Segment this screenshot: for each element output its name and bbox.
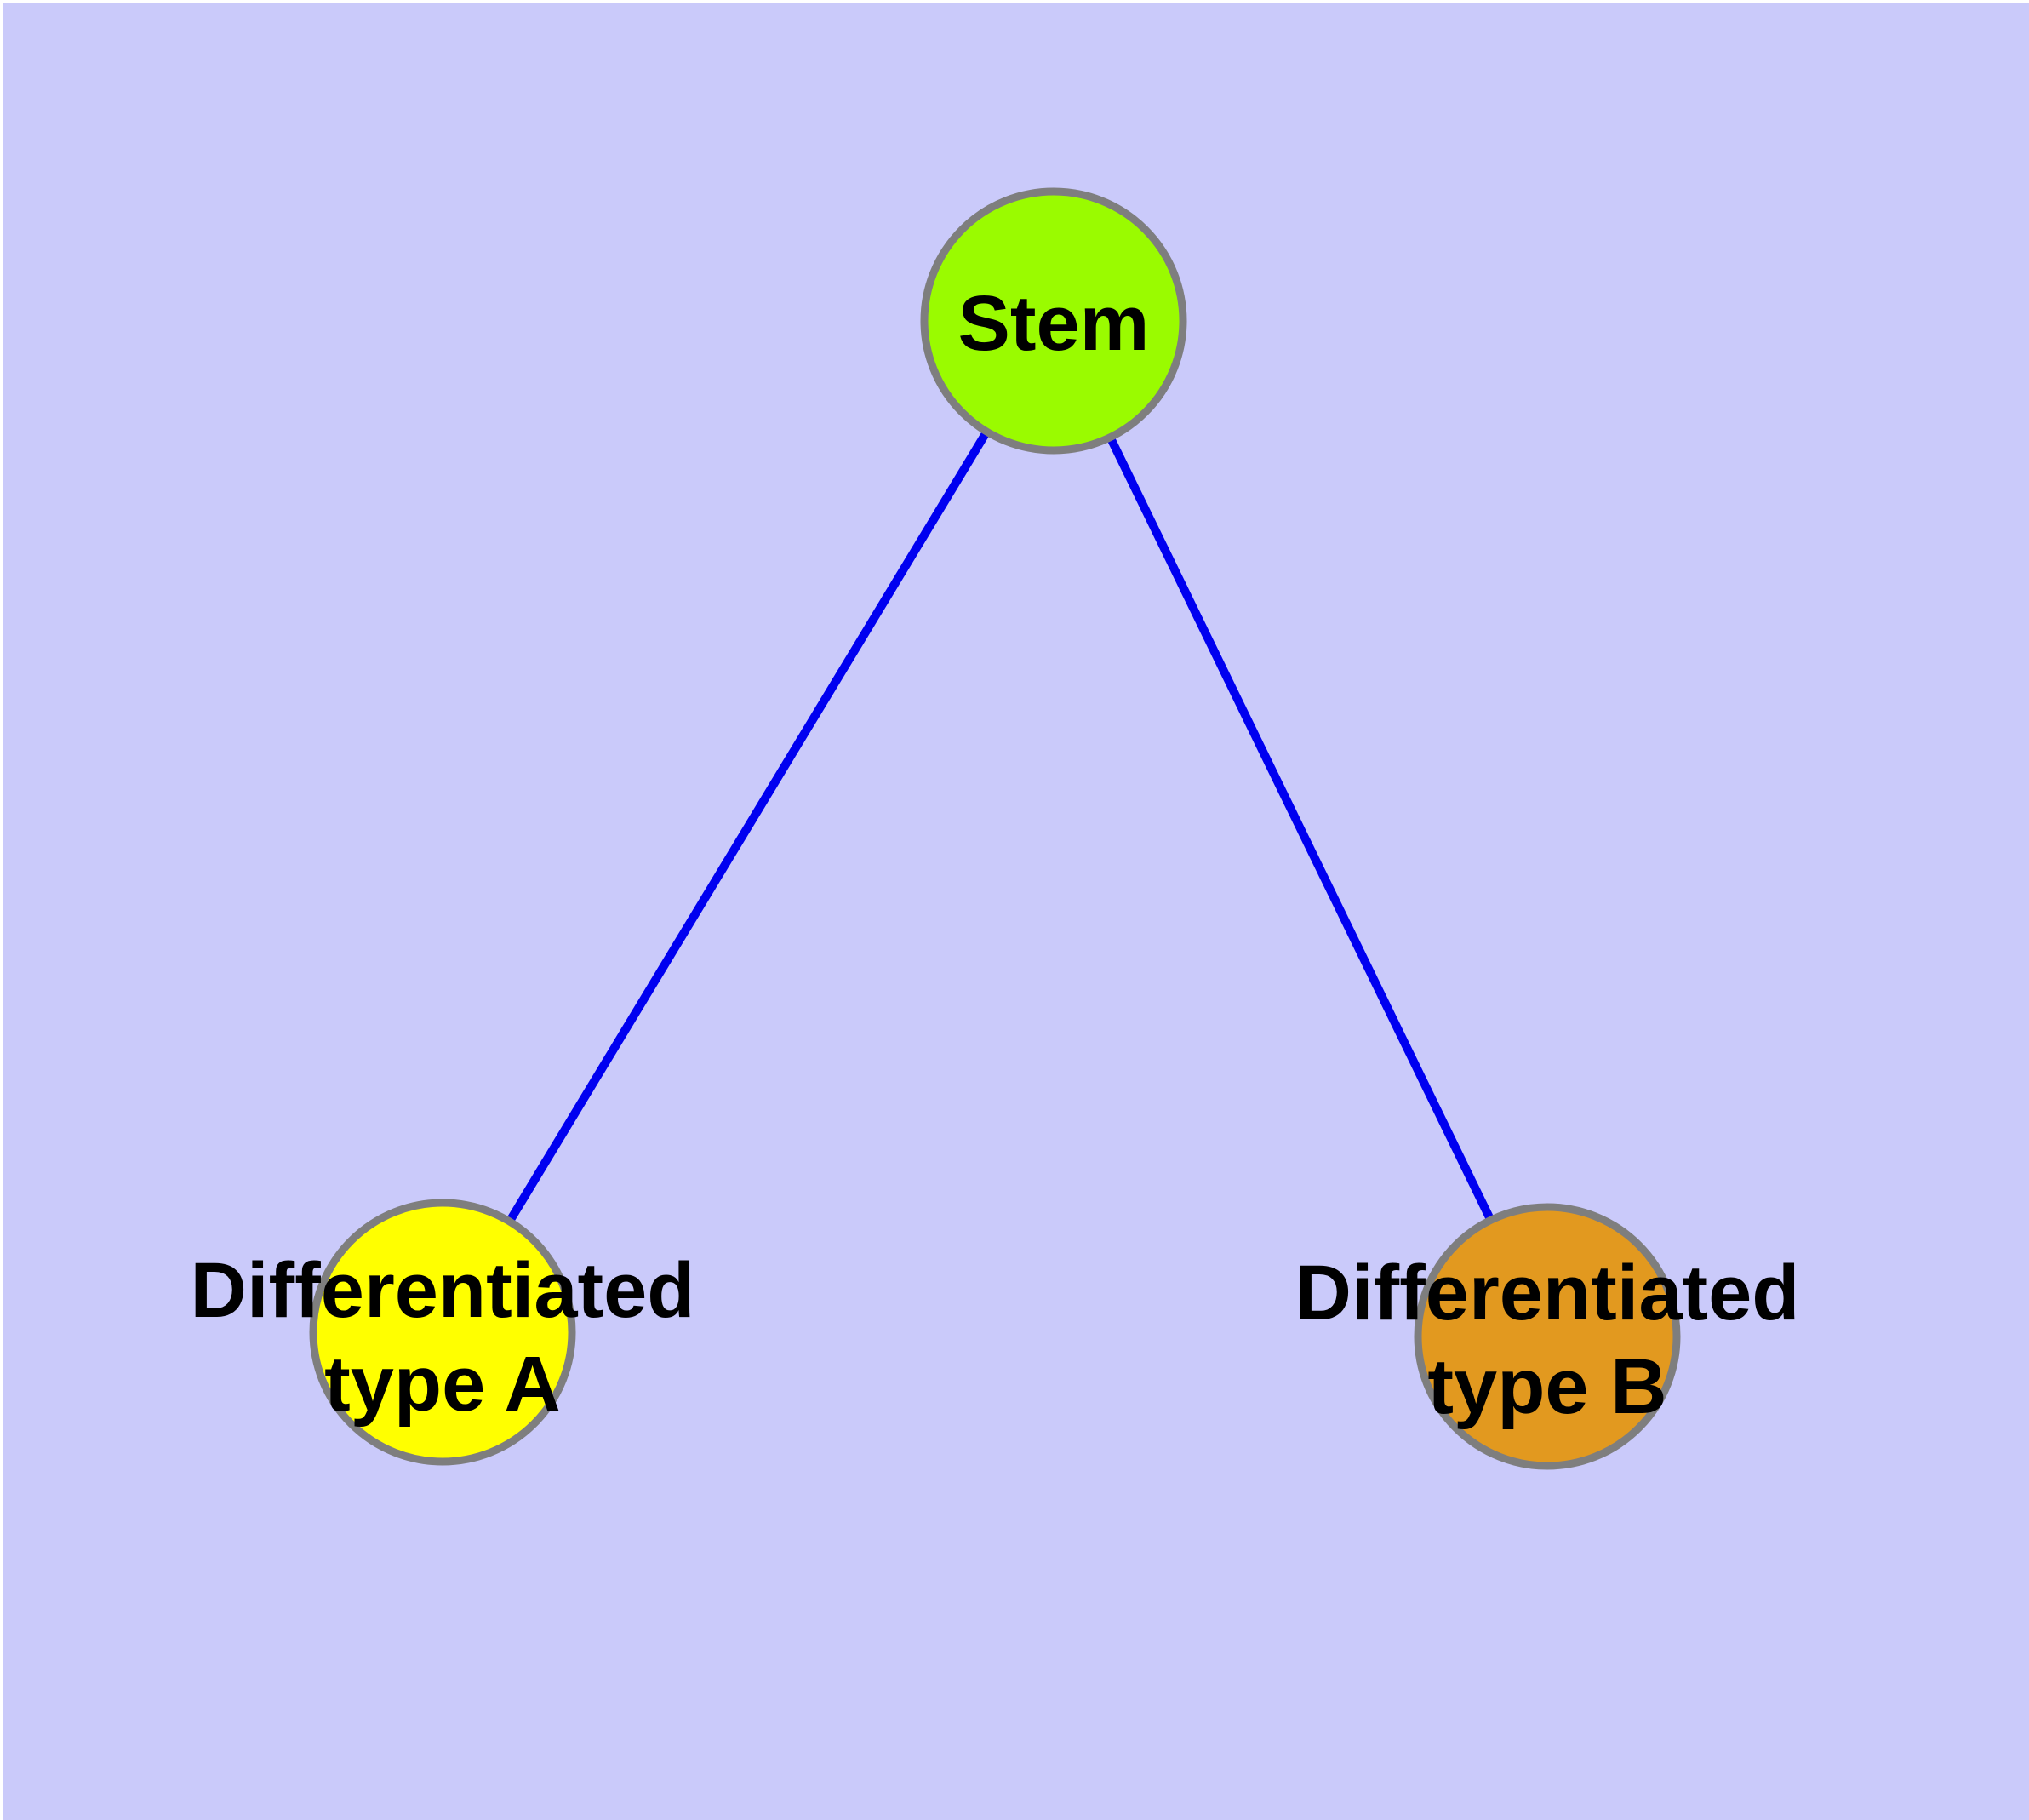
node-type-a-label-line1: Differentiated bbox=[191, 1247, 695, 1334]
node-type-b-label-line1: Differentiated bbox=[1295, 1250, 1800, 1336]
edge-stem-to-type-a bbox=[438, 318, 1058, 1335]
node-type-a-label-line2: type A bbox=[324, 1341, 561, 1428]
node-stem-circle bbox=[920, 187, 1187, 455]
node-type-b-circle bbox=[1414, 1203, 1681, 1470]
node-stem-label: Stem bbox=[958, 280, 1150, 367]
frame-edge-top bbox=[0, 0, 2029, 3]
node-type-b-label-line2: type B bbox=[1427, 1343, 1666, 1430]
node-type-a-circle bbox=[309, 1199, 576, 1466]
frame-edge-left bbox=[0, 0, 3, 1820]
edge-stem-to-type-b bbox=[1049, 318, 1552, 1339]
